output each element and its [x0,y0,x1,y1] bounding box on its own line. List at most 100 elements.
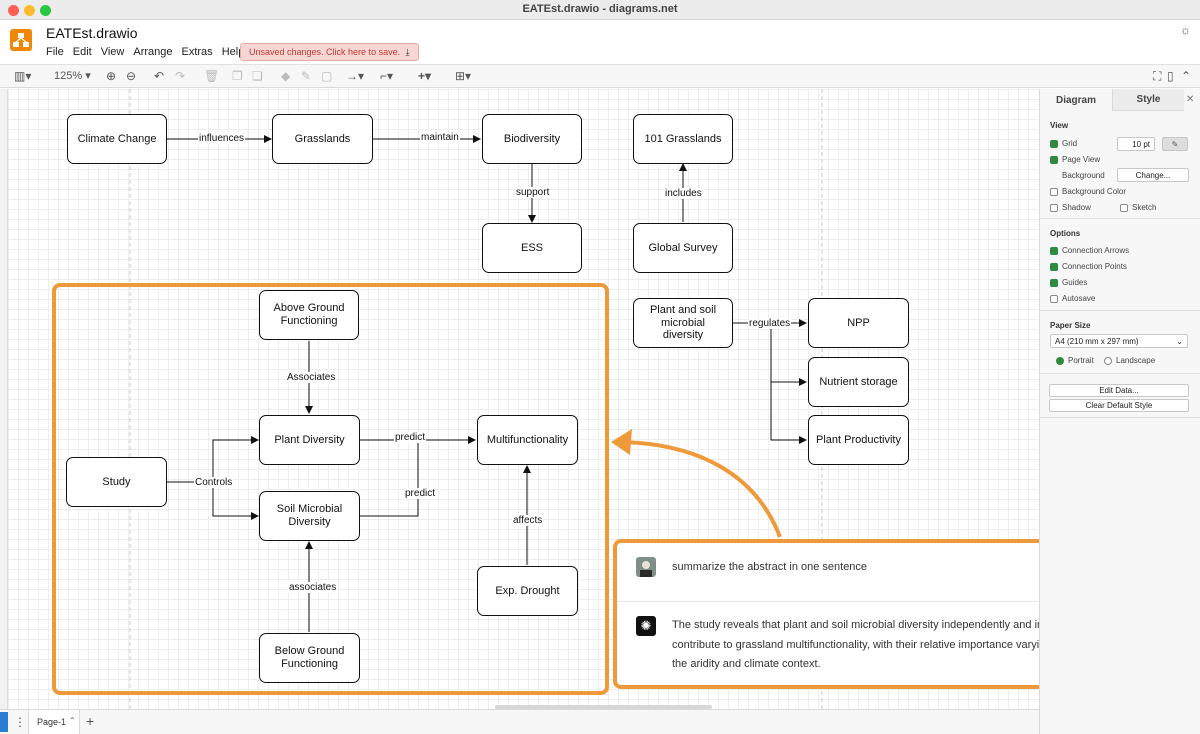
app-edge-icon [0,712,8,732]
node-global-survey[interactable]: Global Survey [633,223,733,273]
format-panel-icon[interactable]: ▥▾ [14,69,32,83]
add-page-icon[interactable]: + [86,713,95,729]
node-ess[interactable]: ESS [482,223,582,273]
connection-style-icon[interactable]: →▾ [346,69,365,83]
tab-style[interactable]: Style [1112,89,1184,111]
horizontal-scrollbar[interactable] [495,705,712,709]
left-sidebar-collapsed[interactable] [0,89,8,709]
portrait-label: Portrait [1068,356,1094,365]
collapse-icon[interactable]: ⌃ [1181,69,1192,83]
minimize-window-button[interactable] [24,5,35,16]
menu-file[interactable]: File [46,46,64,58]
fill-color-icon[interactable]: ◆ [281,69,291,83]
menu-help[interactable]: Help [221,46,245,58]
node-biodiversity[interactable]: Biodiversity [482,114,582,164]
node-above-ground-functioning[interactable]: Above Ground Functioning [259,290,359,340]
theme-icon[interactable]: ☼ [1180,23,1191,37]
node-npp[interactable]: NPP [808,298,909,348]
zoom-in-icon[interactable]: ⊕ [106,69,117,83]
guides-option[interactable]: Guides [1050,278,1087,287]
zoom-dropdown[interactable]: 125% ▾ [54,70,91,82]
toggle-panel-icon[interactable]: ▯ [1167,69,1174,83]
grid-option[interactable]: Grid [1050,139,1077,148]
user-message: summarize the abstract in one sentence [672,561,868,573]
autosave-option[interactable]: Autosave [1050,294,1095,303]
to-back-icon[interactable]: ❏ [252,69,263,83]
page-bar: ⋮ Page-1 ⌃ + [0,705,1039,734]
connection-points-checkbox[interactable] [1050,262,1058,271]
zoom-out-icon[interactable]: ⊖ [126,69,137,83]
table-icon[interactable]: ⊞▾ [455,69,472,83]
autosave-checkbox[interactable] [1050,294,1058,303]
landscape-radio[interactable] [1104,356,1112,365]
node-101-grasslands[interactable]: 101 Grasslands [633,114,733,164]
insert-icon[interactable]: +▾ [418,69,432,83]
page-tab-current[interactable]: Page-1 ⌃ [28,710,80,734]
shadow-option[interactable]: Shadow [1050,203,1091,212]
grid-checkbox[interactable] [1050,139,1058,148]
menu-extras[interactable]: Extras [181,46,213,58]
assistant-logo-icon: ✺ [636,616,656,636]
pages-menu-icon[interactable]: ⋮ [14,715,26,729]
node-study[interactable]: Study [66,457,167,507]
paper-size-select[interactable]: A4 (210 mm x 297 mm)⌄ [1050,334,1188,348]
node-nutrient-storage[interactable]: Nutrient storage [808,357,909,407]
portrait-option[interactable]: Portrait [1056,356,1094,365]
file-name[interactable]: EATEst.drawio [46,25,138,41]
node-plant-diversity[interactable]: Plant Diversity [259,415,360,465]
delete-icon[interactable]: 🗑 [204,69,220,83]
edit-data-button[interactable]: Edit Data... [1049,384,1189,397]
menu-edit[interactable]: Edit [72,46,92,58]
node-soil-microbial-diversity[interactable]: Soil Microbial Diversity [259,491,360,541]
format-panel: Diagram Style ✕ View Grid 10 pt ✎ Page V… [1039,89,1200,734]
page-view-option[interactable]: Page View [1050,155,1100,164]
shadow-checkbox[interactable] [1050,203,1058,212]
sketch-label: Sketch [1132,203,1157,212]
menu-arrange[interactable]: Arrange [133,46,173,58]
edge-label-influences: influences [198,133,246,144]
redo-icon[interactable]: ↷ [175,69,186,83]
line-color-icon[interactable]: ✎ [301,69,312,83]
connection-points-option[interactable]: Connection Points [1050,262,1127,271]
node-climate-change[interactable]: Climate Change [67,114,167,164]
menu-view[interactable]: View [100,46,125,58]
guides-checkbox[interactable] [1050,278,1058,287]
sketch-checkbox[interactable] [1120,203,1128,212]
paper-size-heading: Paper Size [1050,321,1091,330]
node-exp-drought[interactable]: Exp. Drought [477,566,578,616]
app-header: EATEst.drawio File Edit View Arrange Ext… [0,20,1200,64]
shadow-icon[interactable]: ▢ [321,69,333,83]
portrait-radio[interactable] [1056,356,1064,365]
node-below-ground-functioning[interactable]: Below Ground Functioning [259,633,360,683]
background-color-checkbox[interactable] [1050,187,1058,196]
unsaved-changes-button[interactable]: Unsaved changes. Click here to save. ⤓ [240,43,419,61]
edge-label-associates-bottom: associates [288,582,338,593]
guides-label: Guides [1062,278,1088,287]
change-background-button[interactable]: Change... [1117,168,1189,182]
grid-color-swatch[interactable]: ✎ [1162,137,1188,151]
connection-arrows-option[interactable]: Connection Arrows [1050,246,1129,255]
page-view-checkbox[interactable] [1050,155,1058,164]
landscape-option[interactable]: Landscape [1104,356,1155,365]
tab-diagram[interactable]: Diagram [1040,89,1112,111]
clear-default-style-button[interactable]: Clear Default Style [1049,399,1189,412]
node-grasslands[interactable]: Grasslands [272,114,373,164]
waypoints-icon[interactable]: ⌐▾ [380,69,394,83]
drawio-logo-icon [10,29,32,51]
panel-divider [1040,417,1200,418]
node-plant-productivity[interactable]: Plant Productivity [808,415,909,465]
grid-size-input[interactable]: 10 pt [1117,137,1155,151]
close-panel-icon[interactable]: ✕ [1186,94,1195,105]
chevron-up-icon: ⌃ [69,716,76,725]
to-front-icon[interactable]: ❐ [232,69,243,83]
connection-arrows-checkbox[interactable] [1050,246,1058,255]
zoom-window-button[interactable] [40,5,51,16]
fullscreen-icon[interactable]: ⛶ [1153,69,1162,83]
node-multifunctionality[interactable]: Multifunctionality [477,415,578,465]
background-color-option[interactable]: Background Color [1050,187,1126,196]
node-plant-soil-microbial-diversity[interactable]: Plant and soil microbial diversity [633,298,733,348]
undo-icon[interactable]: ↶ [154,69,165,83]
sketch-option[interactable]: Sketch [1120,203,1156,212]
landscape-label: Landscape [1116,356,1156,365]
close-window-button[interactable] [8,5,19,16]
